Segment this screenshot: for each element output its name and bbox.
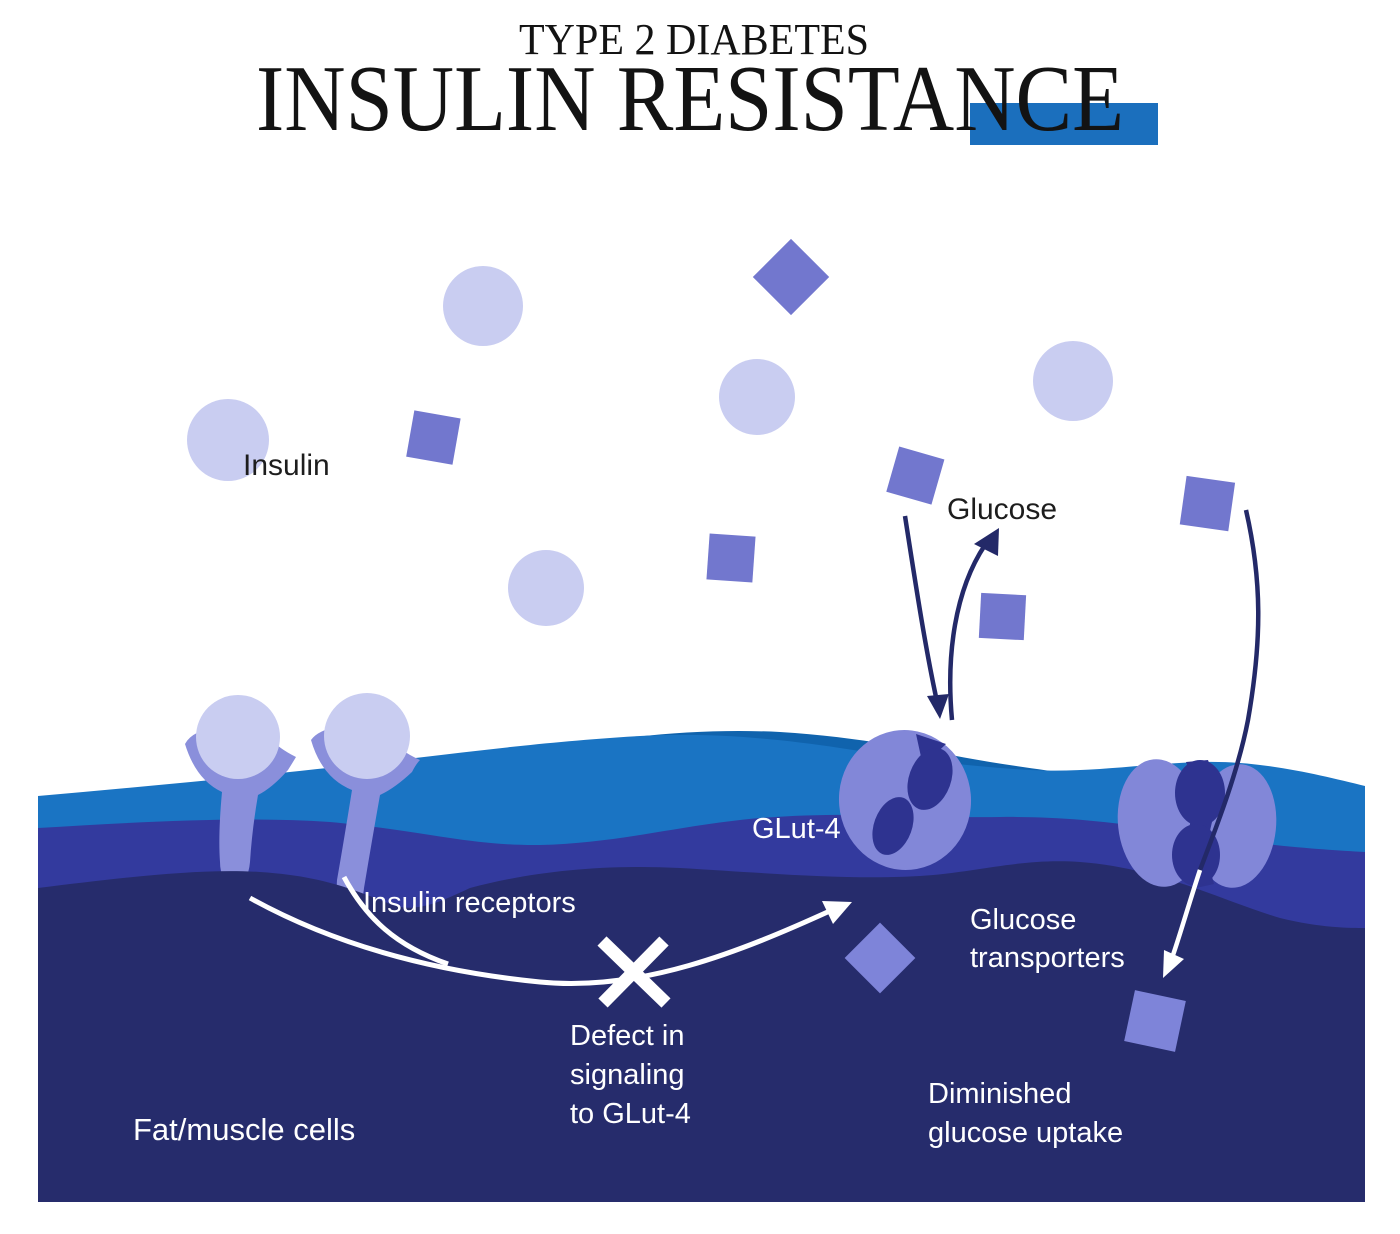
glut4-transporter-closed [838, 730, 972, 870]
diminished-label-line1: Diminished [928, 1078, 1071, 1110]
glucose-molecule [752, 238, 830, 316]
fat-muscle-cells-label: Fat/muscle cells [133, 1112, 355, 1147]
insulin-molecule [443, 266, 523, 346]
glucose-transporter-open [1117, 759, 1277, 888]
signal-arrow-branch-curve [341, 875, 449, 967]
transporter-pore [907, 748, 953, 810]
insulin-receptor [311, 724, 420, 911]
glucose-molecule [1124, 990, 1186, 1052]
glucose-entry-arrow-upper [1197, 509, 1261, 871]
insulin-label: Insulin [243, 449, 330, 482]
glucose-label: Glucose [947, 493, 1057, 526]
signal-arrow [248, 875, 852, 987]
glucose-bounce-arrow-down [902, 515, 939, 698]
glucose-bounce-arrows [902, 515, 999, 721]
glucose-entry-arrow-lower [1170, 869, 1203, 956]
arrowhead-white-icon [1163, 950, 1184, 978]
x-stroke [598, 936, 669, 1008]
transporter-pore [872, 797, 914, 855]
glucose-molecule [406, 410, 461, 465]
defect-label-line1: Defect in [570, 1020, 684, 1052]
title-block: TYPE 2 DIABETES INSULIN RESISTANCE [256, 15, 1158, 151]
glucose-molecules-intracellular [844, 922, 1186, 1052]
glucose-transporters-label-line2: transporters [970, 942, 1125, 974]
insulin-molecule [508, 550, 584, 626]
arrowhead-white-icon [822, 901, 852, 924]
insulin-molecule [1033, 341, 1113, 421]
defect-label-line3: to GLut-4 [570, 1098, 691, 1130]
glut4-label: GLut-4 [752, 813, 841, 845]
defect-label-line2: signaling [570, 1059, 684, 1091]
glucose-molecule [886, 446, 945, 505]
signal-arrow-main-curve [248, 895, 834, 987]
glucose-molecule [706, 533, 756, 583]
glucose-molecule [978, 592, 1027, 641]
arrowhead-down-icon [927, 694, 949, 719]
transporter-pore [1172, 824, 1220, 886]
insulin-receptors-group [185, 693, 420, 911]
glucose-bounce-arrow-up [948, 543, 987, 721]
insulin-bound-to-receptor [196, 695, 280, 779]
insulin-molecules [187, 266, 1113, 626]
diagram-labels: Insulin Glucose GLut-4 Insulin receptors… [133, 449, 1125, 1149]
glucose-molecule [844, 922, 916, 994]
insulin-molecule [719, 359, 795, 435]
blocked-signal-x-icon [597, 936, 671, 1008]
title-accent-rectangle [970, 103, 1158, 145]
glucose-molecules [406, 238, 1236, 641]
insulin-molecule [187, 399, 269, 481]
title-line1: TYPE 2 DIABETES [519, 15, 869, 64]
glucose-entry-arrow [1163, 509, 1261, 978]
glucose-transporters-label-line1: Glucose [970, 904, 1076, 936]
title-line2: INSULIN RESISTANCE [256, 47, 1124, 151]
insulin-receptors-label: Insulin receptors [363, 887, 576, 919]
arrowhead-up-icon [974, 528, 999, 556]
diminished-label-line2: glucose uptake [928, 1117, 1123, 1149]
transporter-pore [1175, 760, 1225, 826]
glucose-molecule [1179, 475, 1236, 532]
insulin-bound-to-receptor [324, 693, 410, 779]
